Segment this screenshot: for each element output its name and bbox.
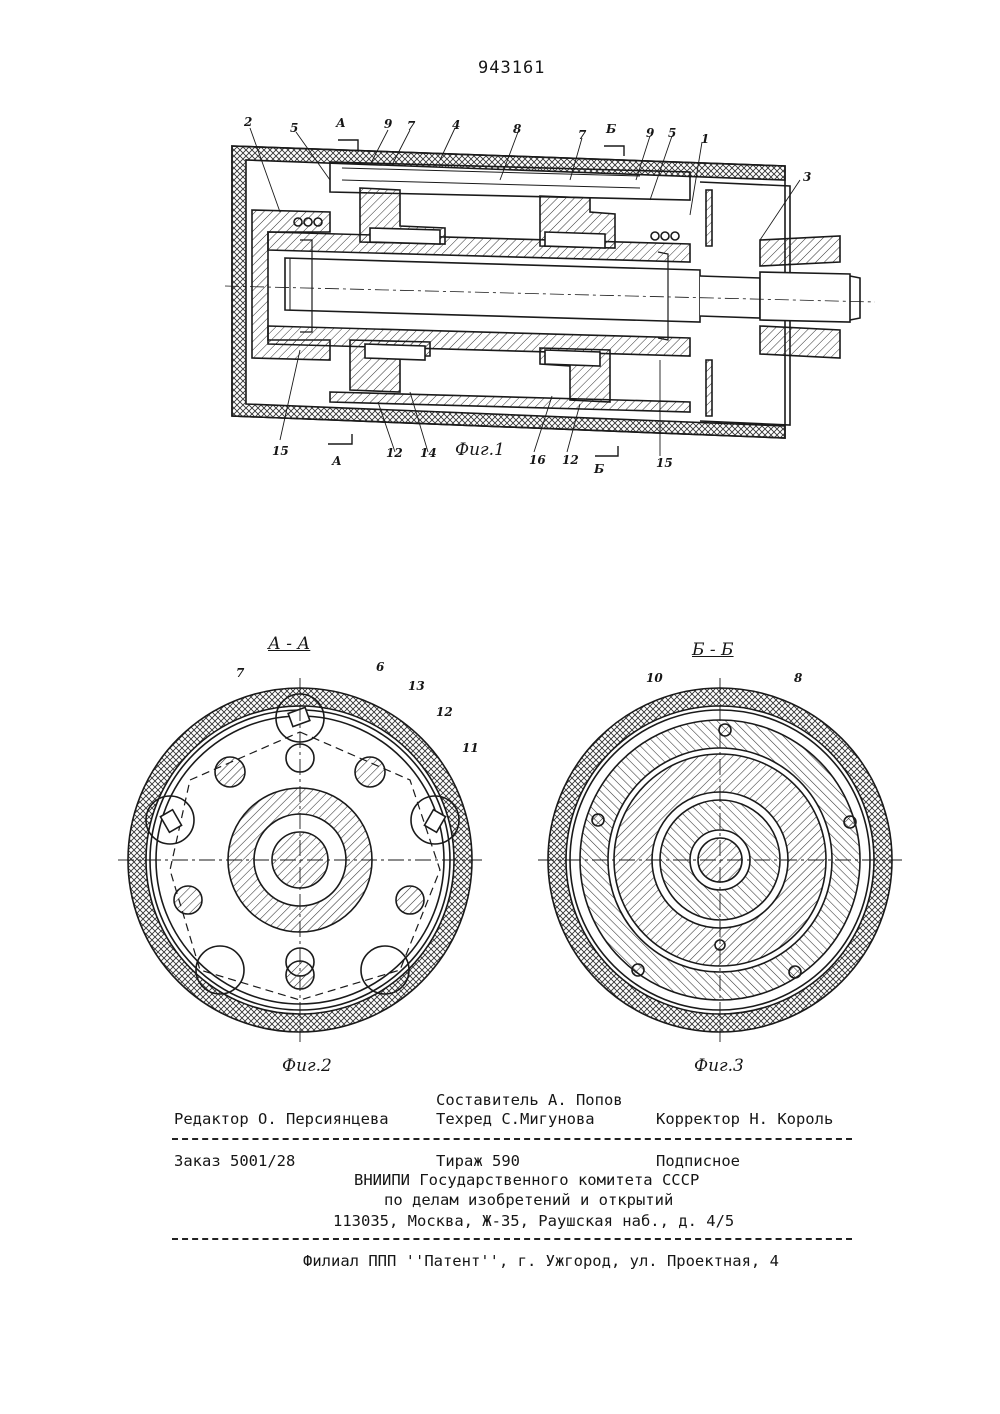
fig3-caption: Фиг.3 — [694, 1056, 744, 1076]
divider-top — [172, 1138, 852, 1140]
fig1-caption: Фиг.1 — [455, 440, 505, 460]
fig3-section-title: Б - Б — [692, 640, 734, 660]
fig2-label-7: 7 — [236, 666, 244, 680]
organization-line-2: по делам изобретений и открытий — [384, 1191, 673, 1209]
fig1-label-14: 14 — [420, 446, 437, 460]
circulation: Тираж 590 — [436, 1152, 520, 1170]
figure-2-section-a-a — [110, 670, 490, 1050]
fig2-label-13: 13 — [408, 679, 425, 693]
fig1-label-section-a-top: А — [336, 116, 346, 130]
techred: Техред С.Мигунова — [436, 1110, 595, 1128]
fig1-label-5b: 5 — [668, 126, 676, 140]
composer: Составитель А. Попов — [436, 1091, 623, 1109]
fig1-label-15a: 15 — [272, 444, 289, 458]
fig1-label-7b: 7 — [578, 128, 586, 142]
fig3-label-10: 10 — [646, 671, 663, 685]
fig1-label-2: 2 — [244, 115, 252, 129]
fig1-label-9b: 9 — [646, 126, 654, 140]
fig2-section-title: А - А — [268, 634, 310, 654]
figure-1-longitudinal-section — [0, 0, 1000, 500]
fig1-label-7a: 7 — [407, 119, 415, 133]
fig1-label-1: 1 — [701, 132, 709, 146]
fig1-label-15b: 15 — [656, 456, 673, 470]
fig1-label-section-a-bottom: А — [332, 454, 342, 468]
fig2-label-11: 11 — [462, 741, 479, 755]
fig1-label-3: 3 — [803, 170, 811, 184]
order-number: Заказ 5001/28 — [174, 1152, 295, 1170]
figure-3-section-b-b — [530, 670, 910, 1050]
fig1-label-9a: 9 — [384, 117, 392, 131]
corrector: Корректор Н. Король — [656, 1110, 833, 1128]
fig1-label-16: 16 — [529, 453, 546, 467]
fig1-label-4: 4 — [452, 118, 460, 132]
divider-bottom — [172, 1238, 852, 1240]
organization-address: 113035, Москва, Ж-35, Раушская наб., д. … — [333, 1212, 734, 1230]
fig1-label-section-b-top: Б — [606, 122, 616, 136]
editor: Редактор О. Персиянцева — [174, 1110, 389, 1128]
organization-line-1: ВНИИПИ Государственного комитета СССР — [354, 1171, 699, 1189]
fig2-caption: Фиг.2 — [282, 1056, 332, 1076]
fig1-label-section-b-bottom: Б — [594, 462, 604, 476]
fig1-label-12a: 12 — [386, 446, 403, 460]
subscription: Подписное — [656, 1152, 740, 1170]
fig3-label-8: 8 — [794, 671, 802, 685]
fig2-label-6: 6 — [376, 660, 384, 674]
branch-address: Филиал ППП ''Патент'', г. Ужгород, ул. П… — [303, 1252, 779, 1270]
fig1-label-5a: 5 — [290, 121, 298, 135]
fig1-label-8: 8 — [513, 122, 521, 136]
fig2-label-12: 12 — [436, 705, 453, 719]
fig1-label-12b: 12 — [562, 453, 579, 467]
